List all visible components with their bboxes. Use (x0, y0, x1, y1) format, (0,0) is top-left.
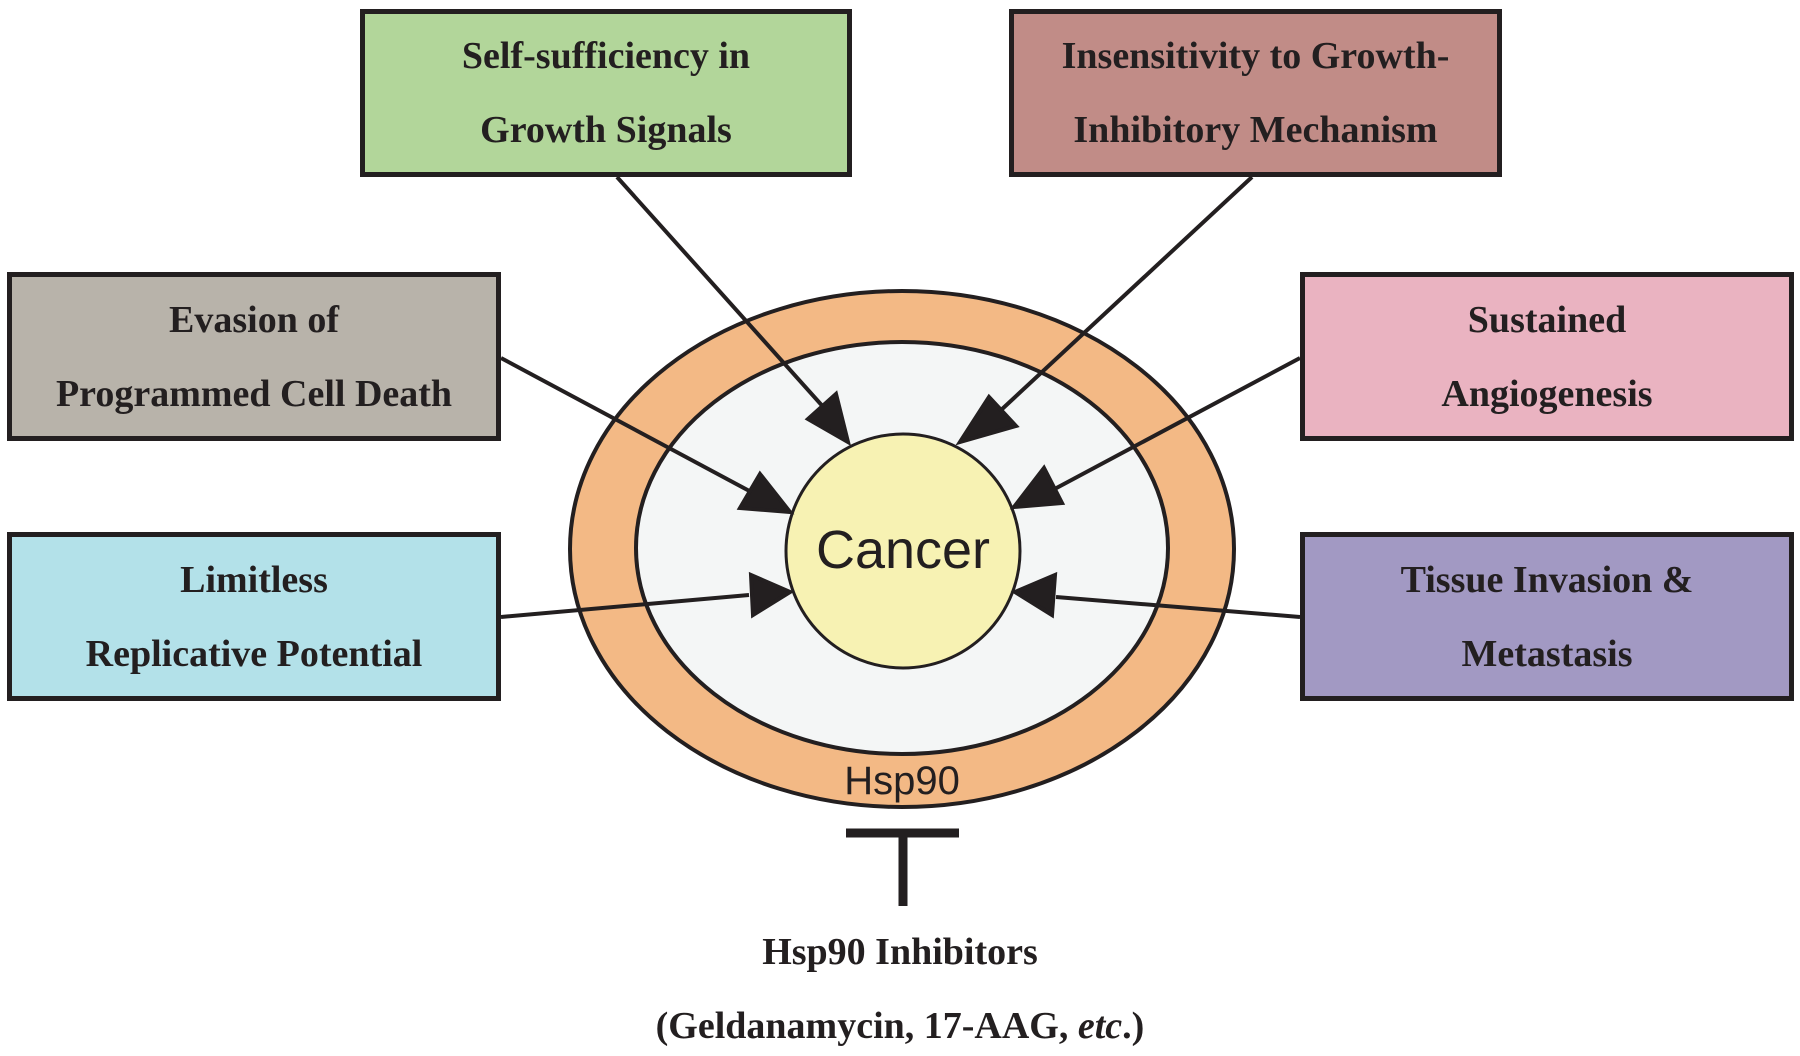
box-growth-signals: Self-sufficiency in Growth Signals (360, 9, 852, 177)
box-replicative-line2: Replicative Potential (85, 632, 423, 675)
box-growth-inhibitory-line2: Inhibitory Mechanism (1073, 109, 1438, 151)
box-growth-inhibitory-line1: Insensitivity to Growth- (1061, 35, 1450, 77)
box-cell-death: Evasion of Programmed Cell Death (7, 272, 501, 441)
inhibitors-title: Hsp90 Inhibitors (762, 931, 1038, 973)
box-growth-inhibitory: Insensitivity to Growth- Inhibitory Mech… (1009, 9, 1502, 177)
box-invasion-line1: Tissue Invasion & (1400, 558, 1694, 601)
box-invasion: Tissue Invasion & Metastasis (1300, 532, 1794, 701)
box-angiogenesis-line1: Sustained (1467, 298, 1627, 341)
arrow-replicative (500, 571, 795, 619)
box-growth-signals-line1: Self-sufficiency in (461, 35, 751, 77)
inhibitors-examples-etc: etc (1077, 1005, 1123, 1047)
hallmark-arrows (500, 175, 1301, 619)
arrow-cell-death (500, 356, 795, 515)
box-replicative-line1: Limitless (180, 558, 328, 601)
hsp90-ring-label: Hsp90 (844, 759, 960, 803)
box-cell-death-line2: Programmed Cell Death (55, 372, 453, 415)
inhibition-bar (846, 828, 959, 906)
cancer-label: Cancer (816, 520, 990, 580)
inhibitors-examples: (Geldanamycin, 17-AAG, etc.) (0, 1004, 1800, 1048)
box-angiogenesis-line2: Angiogenesis (1441, 372, 1653, 415)
arrow-growth-signals (615, 175, 852, 447)
inhibitors-examples-prefix: (Geldanamycin, 17-AAG, (655, 1005, 1078, 1047)
arrow-angiogenesis (1009, 356, 1301, 510)
cancer-circle (784, 432, 1022, 670)
box-replicative: Limitless Replicative Potential (7, 532, 501, 701)
inhibitors-examples-suffix: .) (1122, 1005, 1145, 1047)
arrow-growth-inhibitory (955, 175, 1254, 446)
box-angiogenesis: Sustained Angiogenesis (1300, 272, 1794, 441)
box-invasion-line2: Metastasis (1461, 632, 1633, 675)
box-growth-signals-line2: Growth Signals (480, 109, 732, 151)
arrow-invasion (1010, 571, 1301, 619)
box-cell-death-line1: Evasion of (169, 298, 339, 341)
